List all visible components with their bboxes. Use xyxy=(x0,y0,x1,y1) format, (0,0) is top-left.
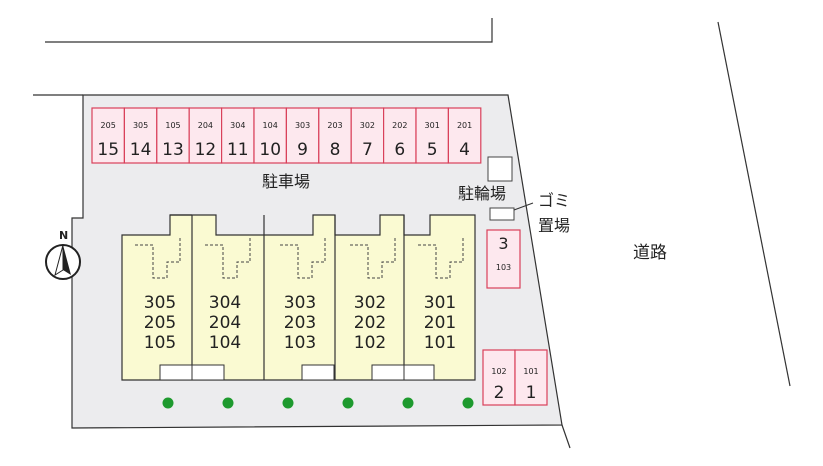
room-number: 202 xyxy=(354,313,386,333)
site-lot-extension xyxy=(561,424,571,449)
parking-space: 105 13 xyxy=(156,107,190,164)
north-arrow-icon: N xyxy=(45,229,81,280)
parking-space: 205 15 xyxy=(91,107,126,164)
parking-space: 301 5 xyxy=(415,107,450,164)
parking-room-label: 201 xyxy=(457,121,472,130)
tree-icon xyxy=(222,397,234,409)
room-number: 204 xyxy=(209,313,241,333)
parking-number: 10 xyxy=(259,140,281,160)
stair-outline xyxy=(418,236,464,279)
tree-icon xyxy=(162,397,174,409)
tree-icon xyxy=(342,397,354,409)
garbage-leader-line xyxy=(513,202,534,211)
room-number: 105 xyxy=(144,333,176,353)
room-number: 201 xyxy=(424,313,456,333)
parking-room-label: 105 xyxy=(165,121,180,130)
parking-room-label: 303 xyxy=(295,121,310,130)
room-number: 304 xyxy=(209,293,241,313)
parking-number: 3 xyxy=(498,234,508,253)
room-number: 101 xyxy=(424,333,456,353)
room-number: 102 xyxy=(354,333,386,353)
parking-room-label: 302 xyxy=(360,121,375,130)
parking-number: 5 xyxy=(427,140,438,160)
parking-room-label: 304 xyxy=(230,121,245,130)
tree-icon xyxy=(402,397,414,409)
parking-room-label: 204 xyxy=(198,121,213,130)
parking-space: 104 10 xyxy=(253,107,288,164)
parking-room-label: 101 xyxy=(523,367,538,376)
room-number: 302 xyxy=(354,293,386,313)
parking-number: 7 xyxy=(362,140,373,160)
parking-number: 12 xyxy=(195,140,217,160)
entrance-step xyxy=(371,364,435,381)
room-number: 203 xyxy=(284,313,316,333)
parking-number: 13 xyxy=(162,140,184,160)
parking-number: 8 xyxy=(330,140,341,160)
apartment-building xyxy=(121,214,476,381)
parking-number: 15 xyxy=(97,140,119,160)
tree-icon xyxy=(282,397,294,409)
garbage-label-1: ゴミ xyxy=(538,191,570,210)
parking-number: 14 xyxy=(130,140,152,160)
garbage-area-box xyxy=(489,207,515,221)
parking-space: 305 14 xyxy=(123,107,158,164)
road-edge-line xyxy=(717,21,791,387)
parking-room-label: 305 xyxy=(133,121,148,130)
entrance-step xyxy=(301,364,335,381)
parking-room-label: 103 xyxy=(496,263,511,272)
room-number: 305 xyxy=(144,293,176,313)
road-label: 道路 xyxy=(633,243,667,263)
room-number: 303 xyxy=(284,293,316,313)
tree-icon xyxy=(462,397,474,409)
parking-room-label: 203 xyxy=(327,121,342,130)
parking-room-label: 202 xyxy=(392,121,407,130)
north-label: N xyxy=(59,229,68,242)
parking-number: 6 xyxy=(394,140,405,160)
parking-number: 9 xyxy=(297,140,308,160)
bicycle-parking-box xyxy=(487,156,513,182)
parking-space: 302 7 xyxy=(350,107,385,164)
bicycle-parking-label: 駐輪場 xyxy=(458,184,506,203)
parking-space: 204 12 xyxy=(188,107,223,164)
room-number: 103 xyxy=(284,333,316,353)
garbage-label-2: 置場 xyxy=(538,216,570,235)
parking-space-side: 3 103 xyxy=(486,229,521,289)
parking-room-label: 205 xyxy=(101,121,116,130)
parking-number: 11 xyxy=(227,140,249,160)
stair-outline xyxy=(350,236,396,279)
stair-outline xyxy=(135,236,181,279)
parking-number: 4 xyxy=(459,140,470,160)
parking-room-label: 301 xyxy=(425,121,440,130)
parking-room-label: 104 xyxy=(263,121,278,130)
parking-number: 2 xyxy=(494,383,505,403)
stair-outline xyxy=(280,236,326,279)
parking-room-label: 102 xyxy=(491,367,506,376)
room-number: 104 xyxy=(209,333,241,353)
parking-space: 303 9 xyxy=(285,107,320,164)
parking-label: 駐車場 xyxy=(262,172,310,191)
neighbor-boundary-line xyxy=(45,18,493,43)
parking-space-side: 101 1 xyxy=(514,349,548,406)
room-number: 205 xyxy=(144,313,176,333)
stair-outline xyxy=(205,236,251,279)
parking-space-side: 102 2 xyxy=(482,349,516,406)
room-number: 301 xyxy=(424,293,456,313)
parking-space: 304 11 xyxy=(221,107,255,164)
parking-number: 1 xyxy=(526,383,537,403)
